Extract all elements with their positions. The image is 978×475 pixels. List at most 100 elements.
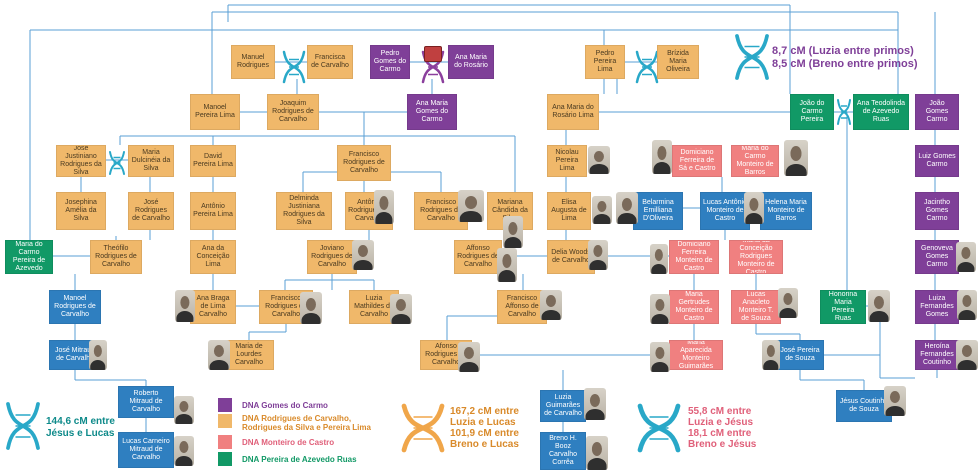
portrait-photo: [390, 294, 412, 324]
person-node-theofilo: Theófilo Rodrigues de Carvalho: [90, 240, 142, 274]
portrait-photo: [956, 242, 976, 272]
person-node-joao-gc-p: João do Carmo Pereira: [790, 94, 834, 130]
person-node-manuel-pl: Manoel Pereira Lima: [190, 94, 240, 130]
person-node-maria-cpa: Maria do Carmo Pereira de Azevedo: [5, 240, 53, 274]
person-node-jose-ps: José Pereira de Souza: [776, 340, 824, 370]
portrait-photo: [592, 196, 612, 224]
person-node-breno: Breno H. Booz Carvalho Corrêa: [540, 432, 586, 470]
portrait-photo: [584, 388, 606, 420]
person-node-brizida: Brízida Maria Oliveira: [657, 45, 699, 79]
portrait-photo: [616, 192, 638, 224]
dna-helix-icon: [109, 151, 125, 175]
legend-swatch-rodrigues: [218, 414, 232, 428]
person-node-genoveva: Genoveva Gomes Carmo: [915, 240, 959, 274]
portrait-photo: [650, 244, 668, 274]
portrait-photo: [884, 386, 906, 416]
person-node-pedro-pl: Pedro Pereira Lima: [585, 45, 625, 79]
portrait-photo: [586, 436, 608, 470]
legend-label-rodrigues: DNA Rodrigues de Carvalho, Rodrigues da …: [242, 414, 371, 432]
person-node-maria-carmo-mb: Maria do Carmo Monteiro de Barros: [731, 145, 779, 177]
person-node-joaquim: Joaquim Rodrigues de Carvalho: [267, 94, 319, 130]
cm-line: 167,2 cM entre: [450, 406, 519, 417]
person-node-belarmina: Belarmina Emilliana D'Oliveira: [633, 192, 683, 230]
person-node-ana-braga: Ana Braga de Lima Carvalho: [190, 290, 236, 324]
dna-helix-icon: [401, 403, 445, 453]
portrait-photo: [458, 190, 484, 222]
person-node-joao-gomes: João Gomes Carmo: [915, 94, 959, 130]
person-node-lucas-anacleto: Lucas Anacleto Monteiro T. de Souza: [731, 290, 781, 324]
cm-line: 18,1 cM entre: [688, 428, 752, 439]
person-node-heroina: Heroína Fernandes Coutinho: [915, 340, 959, 370]
portrait-photo: [174, 396, 194, 424]
portrait-photo: [868, 290, 890, 322]
portrait-photo: [208, 340, 230, 370]
person-node-maria-aparecida: Maria Aparecida Monteiro Guimarães: [669, 340, 723, 370]
portrait-photo: [784, 140, 808, 176]
legend-swatch-gomes: [218, 398, 232, 412]
portrait-photo: [374, 190, 394, 224]
cm-line: Luzia e Jésus: [688, 417, 754, 428]
dna-helix-icon: [837, 99, 851, 125]
portrait-photo: [744, 192, 764, 224]
portrait-photo: [650, 294, 670, 324]
person-node-jacintho: Jacintho Gomes Carmo: [915, 192, 959, 230]
cm-line: Breno e Jésus: [688, 439, 757, 450]
portrait-photo: [650, 342, 670, 372]
person-node-ana-conc: Ana da Conceição Lima: [190, 240, 236, 274]
cm-text-monteiro: 55,8 cM entre Luzia e Jésus 18,1 cM entr…: [688, 406, 756, 450]
portrait-photo: [352, 240, 374, 270]
person-node-luiza-fg: Luiza Fernandes Gomes: [915, 290, 959, 324]
person-node-domiciano-fmc: Domiciano Ferreira Monteiro de Castro: [669, 240, 719, 274]
cm-text-jesus-lucas: 144,6 cM entre Jésus e Lucas: [46, 416, 115, 440]
person-node-maria-gertrudes: Maria Gertrudes Monteiro de Castro: [669, 290, 719, 324]
person-node-francisco-affonso: Francisco Affonso de Carvalho: [497, 290, 547, 324]
person-node-pedro-gc: Pedro Gomes do Carmo: [370, 45, 410, 79]
dna-helix-icon: [6, 402, 40, 450]
legend-swatch-monteiro: [218, 435, 232, 449]
person-node-joviano: Joviano Rodrigues de Carvalho: [307, 240, 357, 274]
portrait-photo: [89, 340, 107, 370]
person-node-lucas-amc: Lucas Antônio Monteiro de Castro: [700, 192, 750, 230]
person-node-lucas-c: Lucas Carneiro Mitraud de Carvalho: [118, 432, 174, 468]
cm-line: Breno e Lucas: [450, 439, 519, 450]
person-node-anamaria-rl: Ana Maria do Rosário Lima: [547, 94, 599, 130]
dna-helix-icon: [282, 50, 306, 84]
cm-line: Jésus e Lucas: [46, 428, 115, 439]
portrait-photo: [956, 340, 978, 370]
person-node-maria-lourdes: Maria de Lourdes Carvalho: [224, 340, 274, 370]
cm-text-rodrigues: 167,2 cM entre Luzia e Lucas 101,9 cM en…: [450, 406, 519, 450]
cm-text-luzia-breno-top: 8,7 cM (Luzia entre primos) 8,5 cM (Bren…: [772, 45, 917, 71]
person-node-manoel-rc: Manoel Rodrigues de Carvalho: [49, 290, 101, 324]
person-node-delia: Delia Woods de Carvalho: [547, 240, 595, 274]
person-node-david-pl: David Pereira Lima: [190, 145, 236, 177]
portrait-photo: [300, 292, 322, 324]
person-node-helena: Helena Maria Monteiro de Barros: [760, 192, 812, 230]
portrait-photo: [540, 290, 562, 320]
person-node-luiz-gomes: Luiz Gomes Carmo: [915, 145, 959, 177]
person-node-honorina: Honorina Maria Pereira Ruas: [820, 290, 866, 324]
person-node-nicolau: Nicolau Pereira Lima: [547, 145, 587, 177]
portrait-photo: [503, 216, 523, 248]
dna-helix-icon: [735, 34, 769, 80]
legend-label-gomes: DNA Gomes do Carmo: [242, 401, 328, 410]
person-node-francisca-c: Francisca de Carvalho: [307, 45, 353, 79]
cm-line: 55,8 cM entre: [688, 406, 752, 417]
legend-swatch-pereira: [218, 452, 232, 466]
person-node-antonio-pl: Antônio Pereira Lima: [190, 192, 236, 230]
person-node-manuel-r: Manuel Rodrigues: [231, 45, 275, 79]
portrait-photo: [652, 140, 672, 174]
portrait-photo: [588, 146, 610, 174]
person-node-anamaria-gc: Ana Maria Gomes do Carmo: [407, 94, 457, 130]
portrait-photo: [588, 240, 608, 270]
person-node-domiciano-sc: Domiciano Ferreira de Sá e Castro: [672, 145, 722, 177]
cm-line: Luzia e Lucas: [450, 417, 516, 428]
cm-line: 8,5 cM (Breno entre primos): [772, 58, 918, 70]
dna-helix-icon: [637, 403, 681, 453]
person-node-maria-dulc: Maria Dulcinéia da Silva: [128, 145, 174, 177]
legend-label-monteiro: DNA Monteiro de Castro: [242, 438, 335, 447]
person-node-ana-teod: Ana Teodolinda de Azevedo Ruas: [853, 94, 909, 130]
person-node-maria-conc-mc: Maria da Conceição Rodrigues Monteiro de…: [729, 240, 783, 274]
portrait-photo: [762, 340, 780, 370]
portrait-photo: [497, 248, 517, 282]
cm-line: 8,7 cM (Luzia entre primos): [772, 45, 914, 57]
